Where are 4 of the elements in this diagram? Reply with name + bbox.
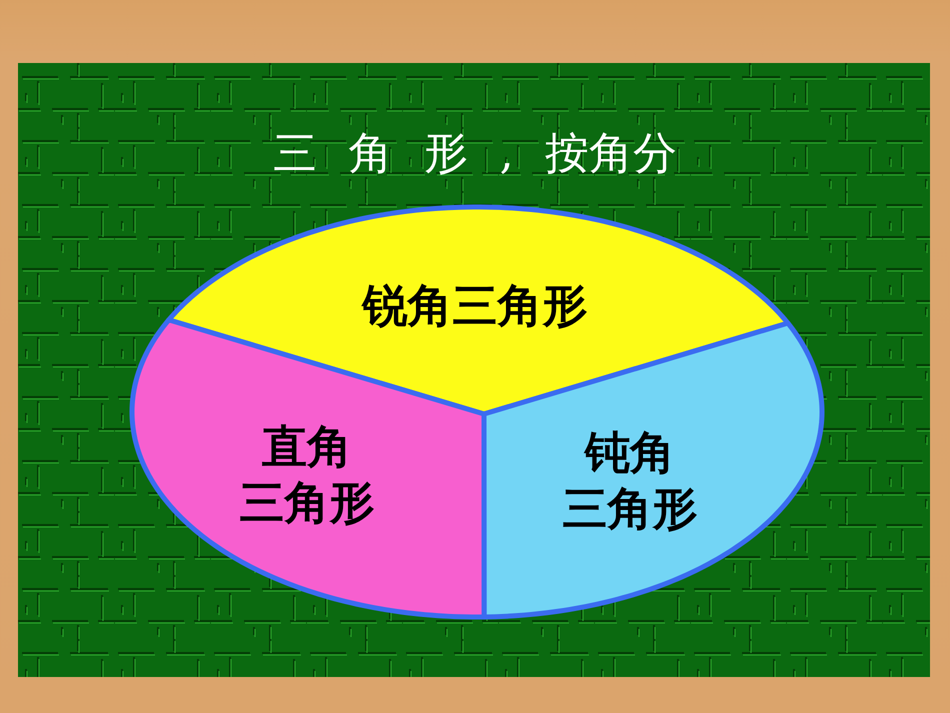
sector-label: 直角三角形 — [240, 419, 374, 531]
title: 三 角 形 , 按角分 — [272, 127, 678, 181]
sector-label: 锐角三角形 — [362, 278, 588, 334]
sector-label: 钝角三角形 — [562, 425, 698, 537]
